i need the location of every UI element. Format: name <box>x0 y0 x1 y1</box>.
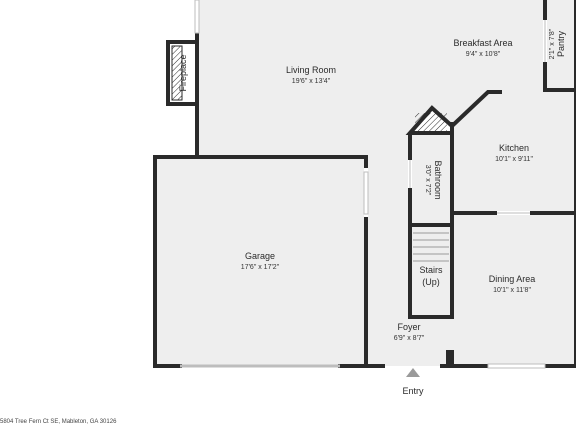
stair-treads <box>413 232 449 262</box>
fireplace-name: Fireplace <box>178 54 188 91</box>
garage-name: Garage <box>245 251 275 261</box>
pantry-name: Pantry <box>556 30 566 57</box>
breakfast-area-name: Breakfast Area <box>453 38 512 48</box>
bathroom-dims: 3'0" x 7'2" <box>424 165 431 196</box>
living-room-window <box>194 0 200 34</box>
dining-area-dims: 10'1" x 11'8" <box>493 287 531 294</box>
dining-area-name: Dining Area <box>489 274 536 284</box>
stairs-direction: (Up) <box>422 277 440 287</box>
stairs-name: Stairs <box>419 265 443 275</box>
entry-label: Entry <box>402 386 424 396</box>
dining-window <box>487 363 546 369</box>
garage-side-opening <box>363 171 369 215</box>
fireplace <box>166 40 199 106</box>
foyer-dims: 6'9" x 8'7" <box>394 335 425 342</box>
foyer-name: Foyer <box>397 322 420 332</box>
living-room-name: Living Room <box>286 65 336 75</box>
living-room-dims: 19'6" x 13'4" <box>292 78 331 85</box>
kitchen-name: Kitchen <box>499 143 529 153</box>
bathroom-name: Bathroom <box>433 160 443 199</box>
address-footer: 5804 Tree Fern Ct SE, Mableton, GA 30126 <box>0 419 117 425</box>
entry-arrow-icon <box>406 368 420 377</box>
garage-dims: 17'6" x 17'2" <box>241 264 280 271</box>
bathroom-fixture <box>415 113 447 133</box>
foyer-dining-walls <box>366 350 576 368</box>
breakfast-area-dims: 9'4" x 10'8" <box>466 51 501 58</box>
kitchen-dims: 10'1" x 9'11" <box>495 156 533 163</box>
pantry-dims: 2'1" x 7'8" <box>549 28 556 59</box>
